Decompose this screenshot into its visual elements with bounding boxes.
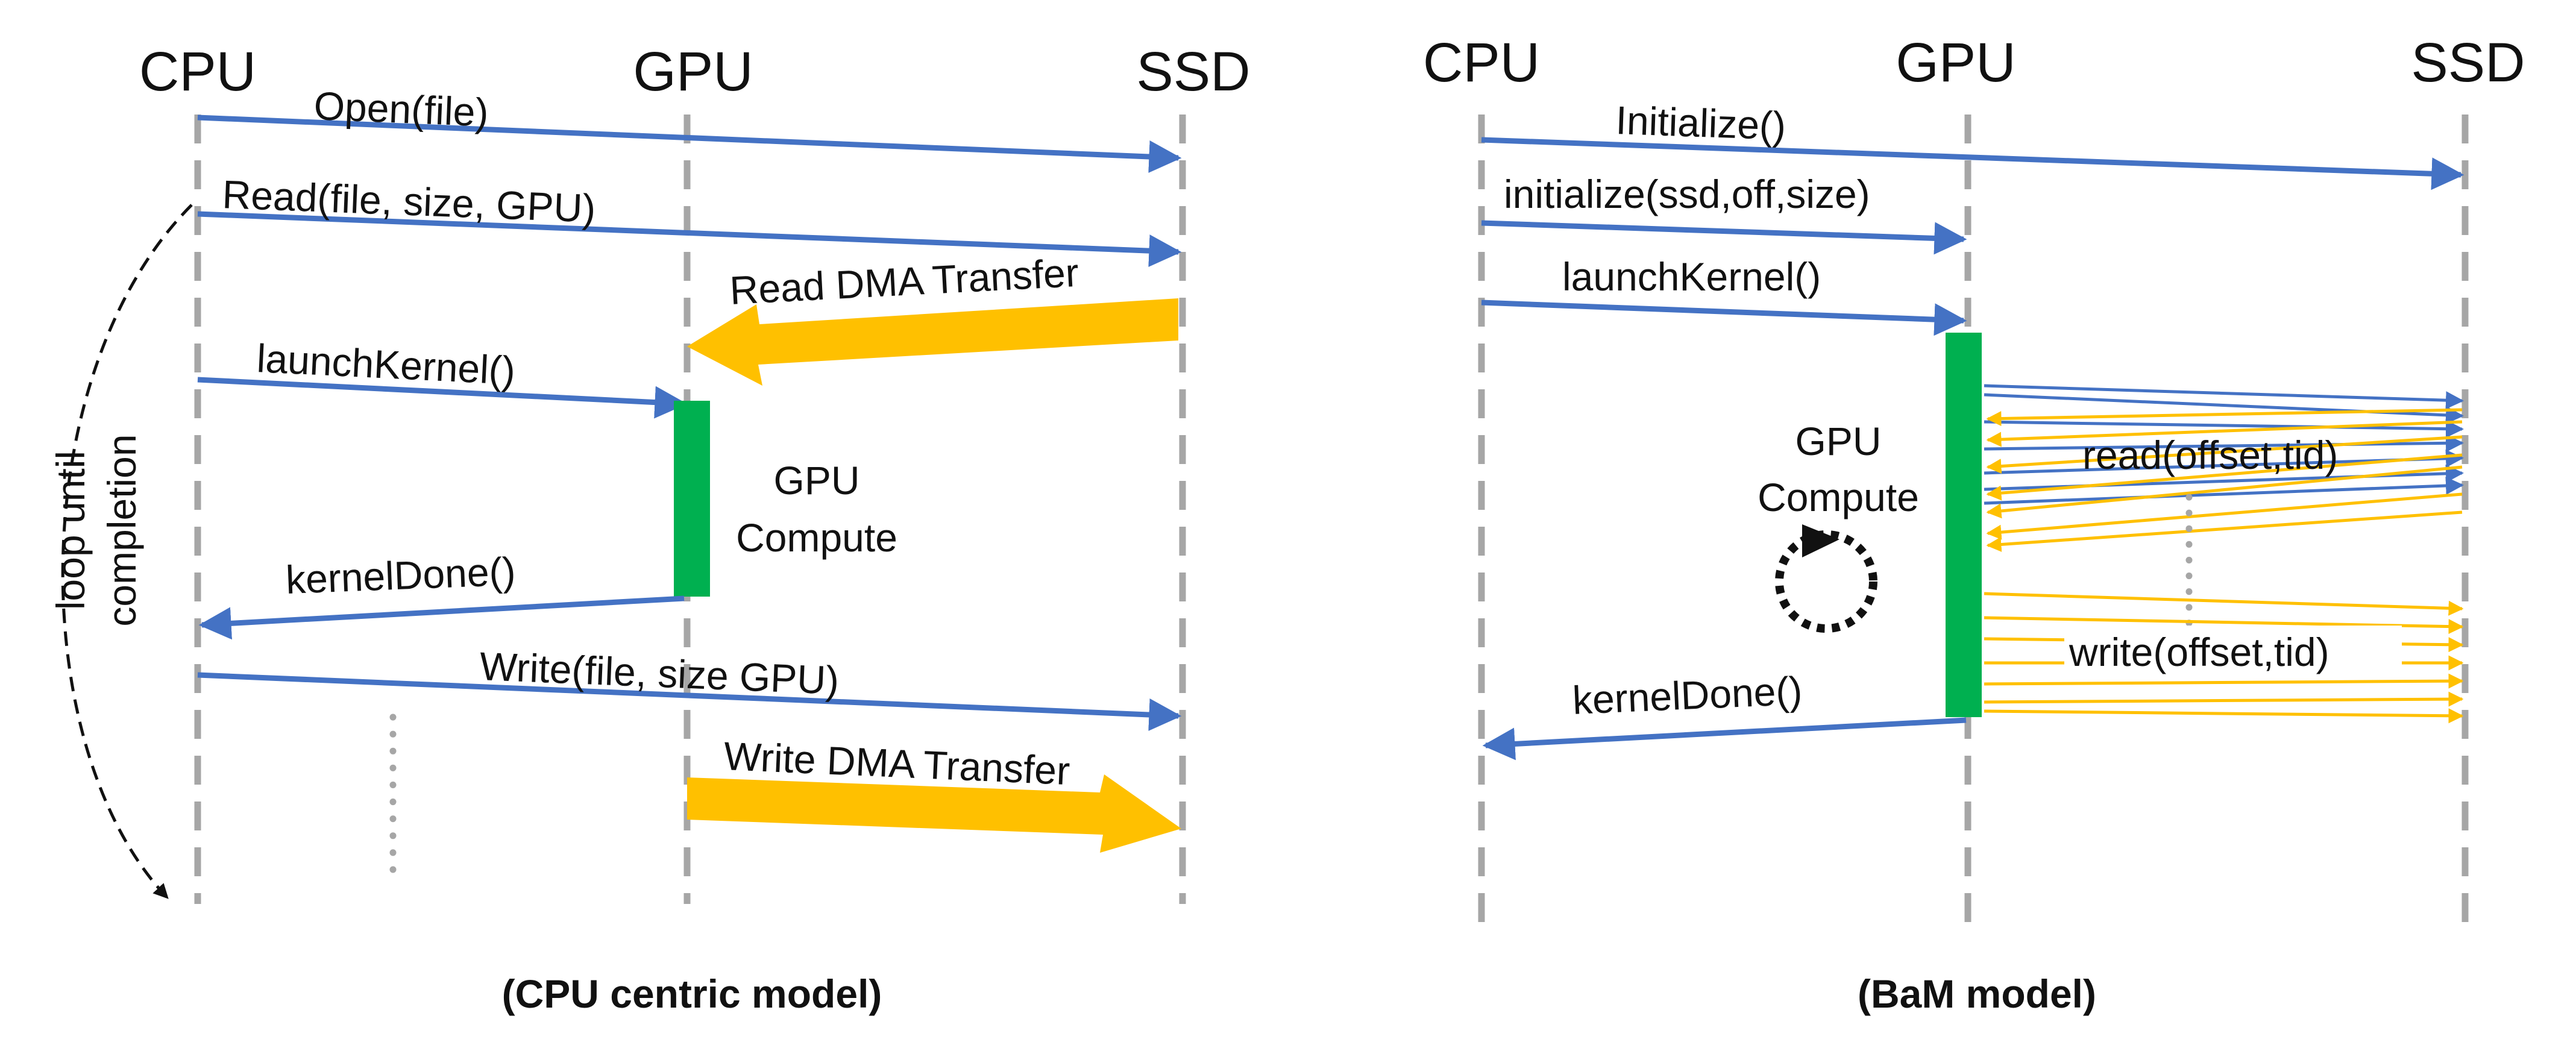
bam-panel: CPU GPU SSD Initialize() initialize(ssd,…: [1423, 32, 2525, 1016]
loop-label-1: loop until: [48, 451, 93, 610]
gpu-header: GPU: [1896, 32, 2015, 93]
loop-cycle-icon: [1775, 530, 1877, 633]
write-label: Write(file, size GPU): [479, 644, 840, 703]
read-dma-label: Read DMA Transfer: [729, 250, 1080, 313]
gpu-compute-bar: [674, 401, 710, 597]
read-label: read(offset,tid): [2082, 433, 2338, 477]
ssd-header: SSD: [2411, 32, 2525, 93]
cpu-centric-caption: (CPU centric model): [502, 971, 882, 1016]
read-arrow: [197, 211, 1182, 268]
launch-arrow: [1481, 300, 1967, 336]
write-arrow: [197, 672, 1182, 731]
cpu-header: CPU: [139, 41, 256, 102]
cpu-centric-panel: CPU GPU SSD Open(file) Read(file, size, …: [48, 41, 1251, 1016]
gpu-header: GPU: [633, 41, 753, 102]
initialize-label: Initialize(): [1615, 98, 1787, 148]
cpu-header: CPU: [1423, 32, 1540, 93]
init-ssd-label: initialize(ssd,off,size): [1504, 172, 1870, 216]
open-label: Open(file): [313, 83, 489, 135]
gpu-compute-label-1: GPU: [773, 458, 859, 503]
gpu-compute-bar: [1946, 333, 1982, 717]
gpu-compute-label-2: Compute: [1758, 475, 1919, 519]
launch-label: launchKernel(): [1562, 254, 1821, 299]
kernel-done-arrow: [198, 595, 685, 640]
kernel-done-label: kernelDone(): [285, 548, 517, 602]
read-dma-arrow: [687, 298, 1178, 386]
open-arrow: [197, 115, 1182, 173]
loop-arrow: [61, 204, 193, 899]
kernel-done-arrow: [1482, 717, 1967, 761]
init-ssd-arrow: [1481, 220, 1967, 255]
launch-arrow: [197, 377, 688, 419]
gpu-compute-label-2: Compute: [736, 515, 897, 560]
write-label-backdrop: [2064, 626, 2402, 675]
initialize-arrow: [1481, 137, 2464, 190]
loop-label-2: completion: [99, 434, 144, 626]
read-responses: [1986, 408, 2463, 552]
gpu-compute-label-1: GPU: [1795, 419, 1881, 463]
read-label: Read(file, size, GPU): [221, 172, 596, 231]
ssd-header: SSD: [1136, 41, 1250, 102]
bam-caption: (BaM model): [1858, 971, 2096, 1016]
write-label: write(offset,tid): [2069, 630, 2329, 674]
kernel-done-label: kernelDone(): [1571, 668, 1803, 723]
write-dma-arrow: [687, 774, 1181, 853]
loop-cycle-arrowhead-icon: [1802, 524, 1839, 557]
